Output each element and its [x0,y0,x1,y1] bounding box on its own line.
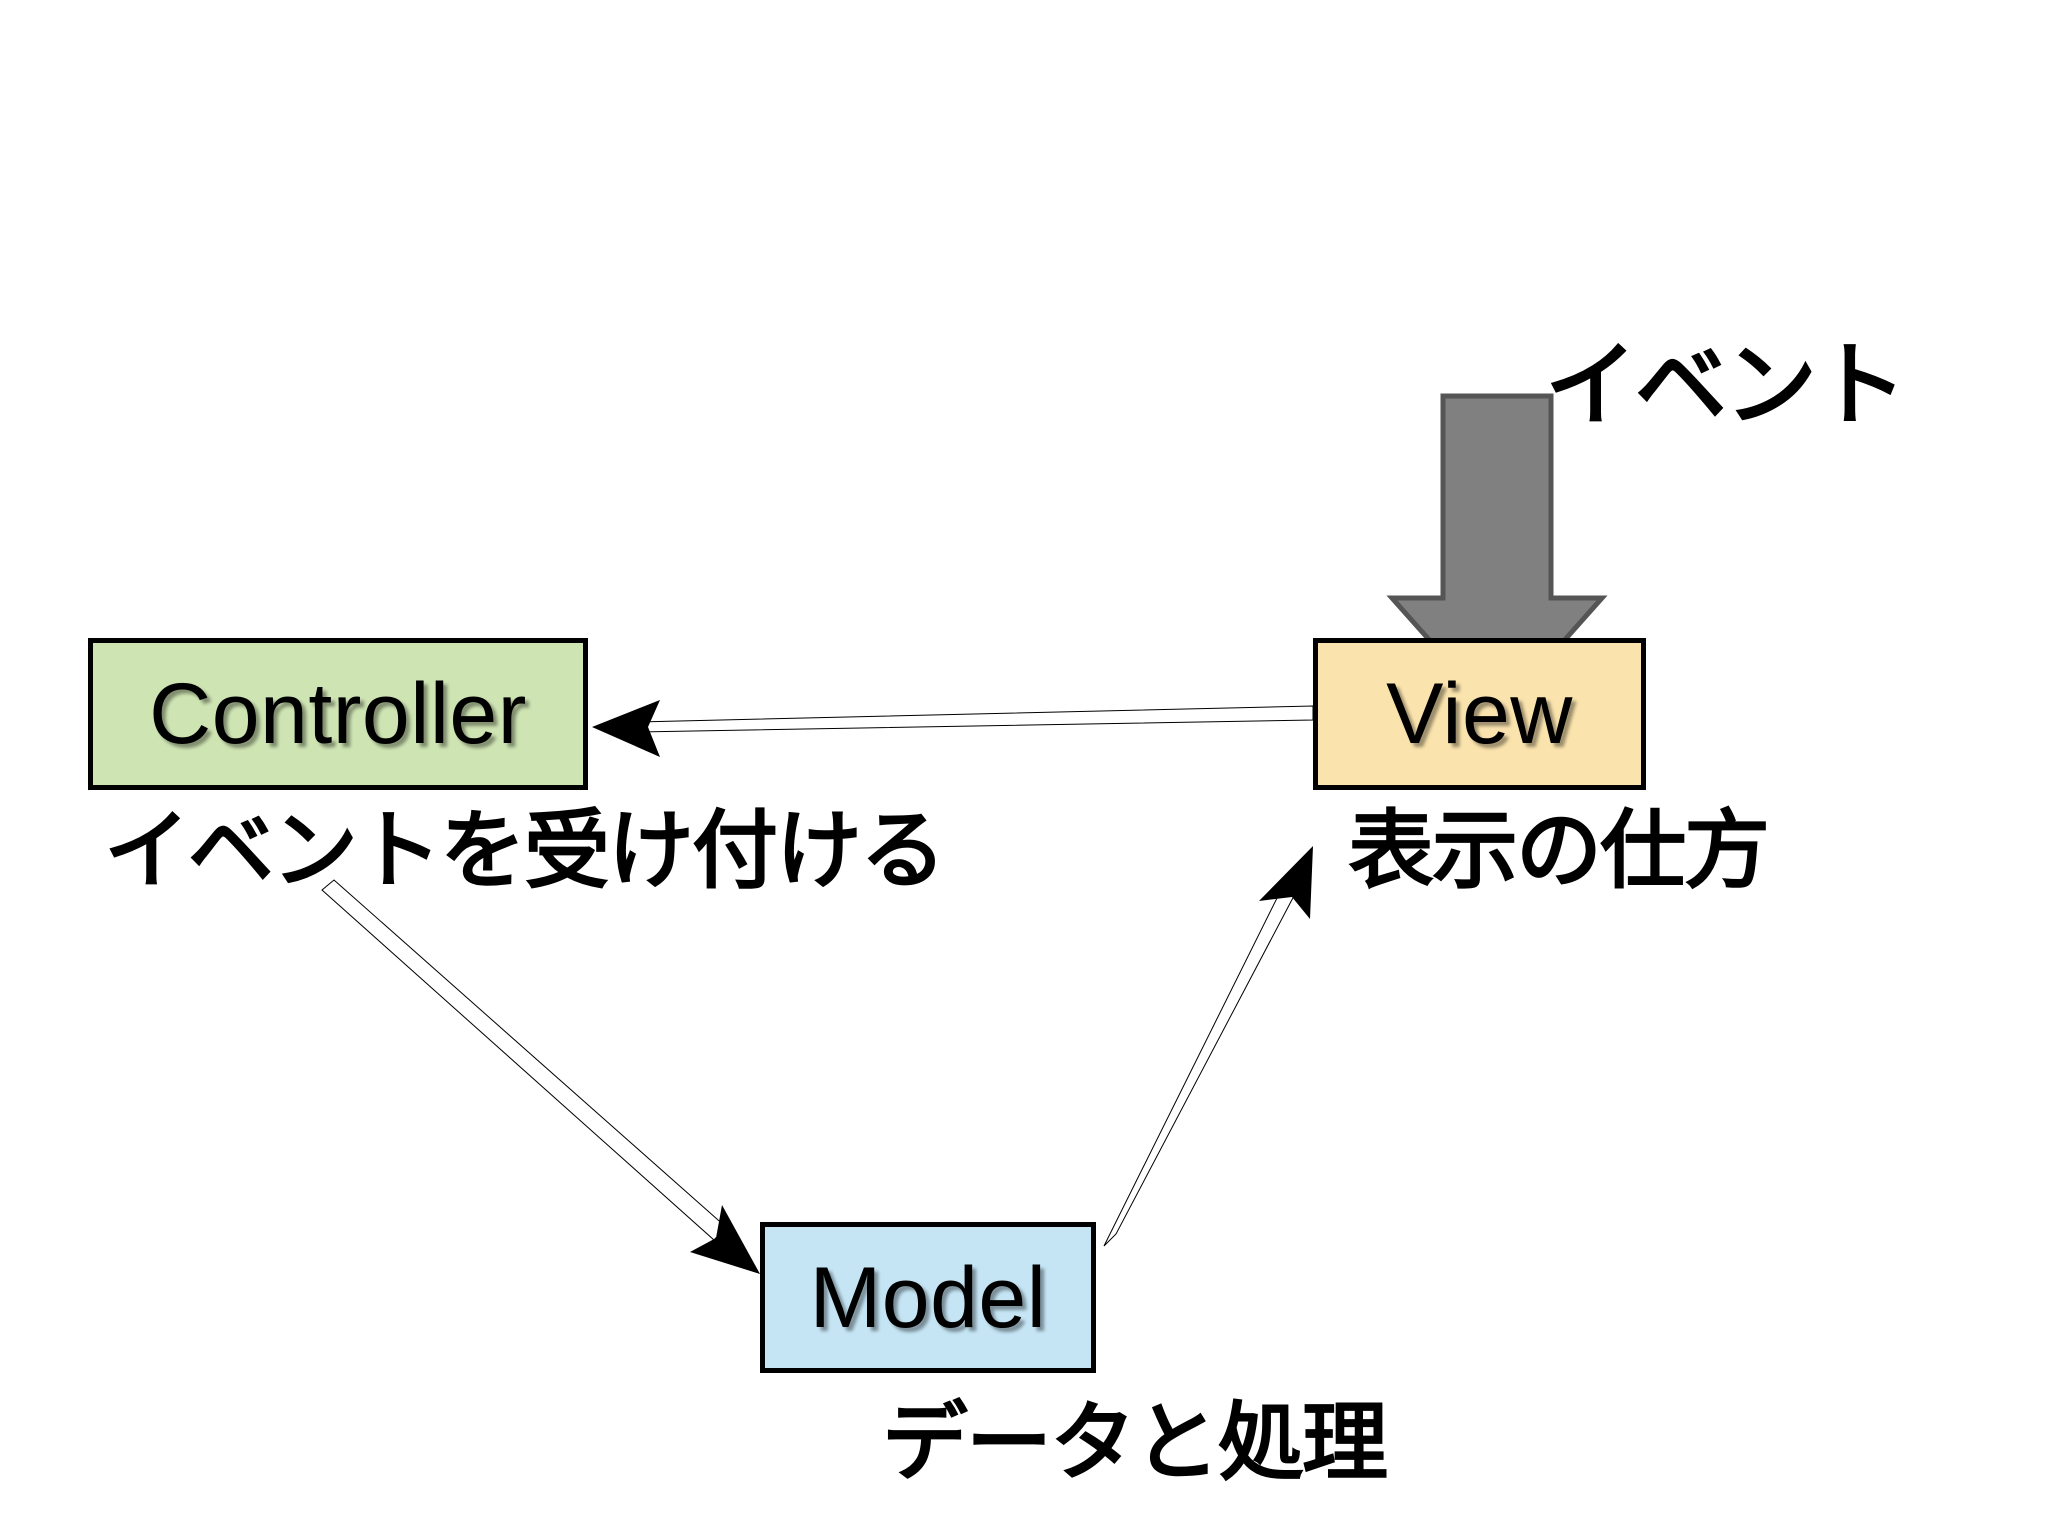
arrow-view-to-controller [592,700,1314,757]
node-controller[interactable]: Controller [88,638,588,790]
arrow-controller-to-model [321,879,760,1274]
node-view[interactable]: View [1313,638,1646,790]
caption-view: 表示の仕方 [1348,801,1770,901]
node-view-label: View [1386,666,1573,762]
node-controller-label: Controller [149,666,527,762]
arrow-model-to-view [1103,846,1313,1247]
node-model[interactable]: Model [760,1222,1096,1373]
caption-event: イベント [1545,332,1907,439]
caption-model: データと処理 [882,1393,1388,1493]
caption-controller: イベントを受け付ける [104,801,946,901]
node-model-label: Model [809,1249,1047,1346]
